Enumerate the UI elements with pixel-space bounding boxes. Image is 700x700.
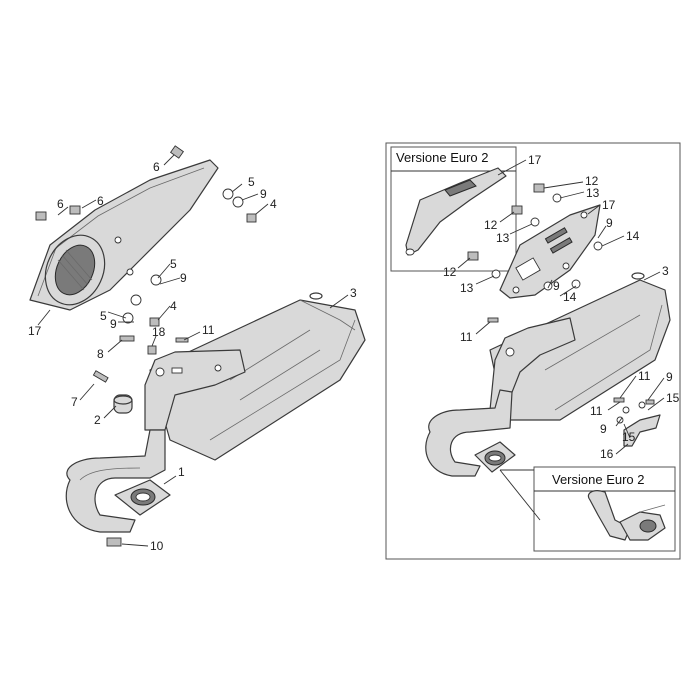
callout-9: 9 — [606, 216, 613, 230]
callouts-right: 17 12 13 12 13 17 9 14 12 13 9 14 3 11 1… — [443, 153, 680, 461]
callout-15: 15 — [666, 391, 680, 405]
callout-6: 6 — [97, 194, 104, 208]
callout-5: 5 — [170, 257, 177, 271]
euro2-heat-shield-small — [405, 167, 507, 256]
callout-12: 12 — [443, 265, 457, 279]
callout-6: 6 — [153, 160, 160, 174]
callout-3: 3 — [662, 264, 669, 278]
hardware-left — [35, 145, 257, 547]
callout-17: 17 — [528, 153, 542, 167]
callout-5: 5 — [100, 309, 107, 323]
callout-12: 12 — [484, 218, 498, 232]
callout-9: 9 — [180, 271, 187, 285]
callout-9: 9 — [110, 317, 117, 331]
callout-9: 9 — [666, 370, 673, 384]
callout-9: 9 — [260, 187, 267, 201]
euro2-heat-shield-17 — [499, 204, 601, 299]
callout-12: 12 — [585, 174, 599, 188]
callout-2: 2 — [94, 413, 101, 427]
callout-13: 13 — [496, 231, 510, 245]
callouts-left: 6 6 6 5 9 4 5 9 4 5 9 17 3 11 18 8 7 2 1… — [28, 160, 357, 553]
callout-11: 11 — [202, 323, 215, 337]
euro2-exhaust-pipe — [425, 389, 516, 477]
leader-lines-right — [457, 159, 665, 455]
callout-5: 5 — [248, 175, 255, 189]
callout-14: 14 — [563, 290, 577, 304]
callout-18: 18 — [152, 325, 166, 339]
callout-17: 17 — [28, 324, 42, 338]
exhaust-pipe-1 — [65, 429, 171, 533]
callout-8: 8 — [97, 347, 104, 361]
heat-shield-17 — [29, 159, 219, 311]
euro2-muffler-3 — [489, 272, 671, 421]
callout-17: 17 — [602, 198, 616, 212]
callout-15: 15 — [622, 430, 636, 444]
callout-4: 4 — [270, 197, 277, 211]
euro2-detail-inset — [499, 466, 676, 552]
callout-11: 11 — [460, 330, 473, 344]
callout-1: 1 — [178, 465, 185, 479]
callout-9: 9 — [553, 279, 560, 293]
leader-lines-left — [37, 154, 349, 547]
callout-9: 9 — [600, 422, 607, 436]
detail-inset-title: Versione Euro 2 — [552, 472, 645, 487]
callout-7: 7 — [71, 395, 78, 409]
callout-3: 3 — [350, 286, 357, 300]
callout-16: 16 — [600, 447, 614, 461]
callout-11: 11 — [590, 404, 603, 418]
callout-6: 6 — [57, 197, 64, 211]
callout-13: 13 — [586, 186, 600, 200]
hardware-right — [467, 183, 655, 424]
rubber-mount-2 — [113, 394, 133, 414]
callout-11: 11 — [638, 369, 651, 383]
callout-14: 14 — [626, 229, 640, 243]
callout-4: 4 — [170, 299, 177, 313]
inset-title: Versione Euro 2 — [396, 150, 489, 165]
callout-10: 10 — [150, 539, 164, 553]
callout-13: 13 — [460, 281, 474, 295]
